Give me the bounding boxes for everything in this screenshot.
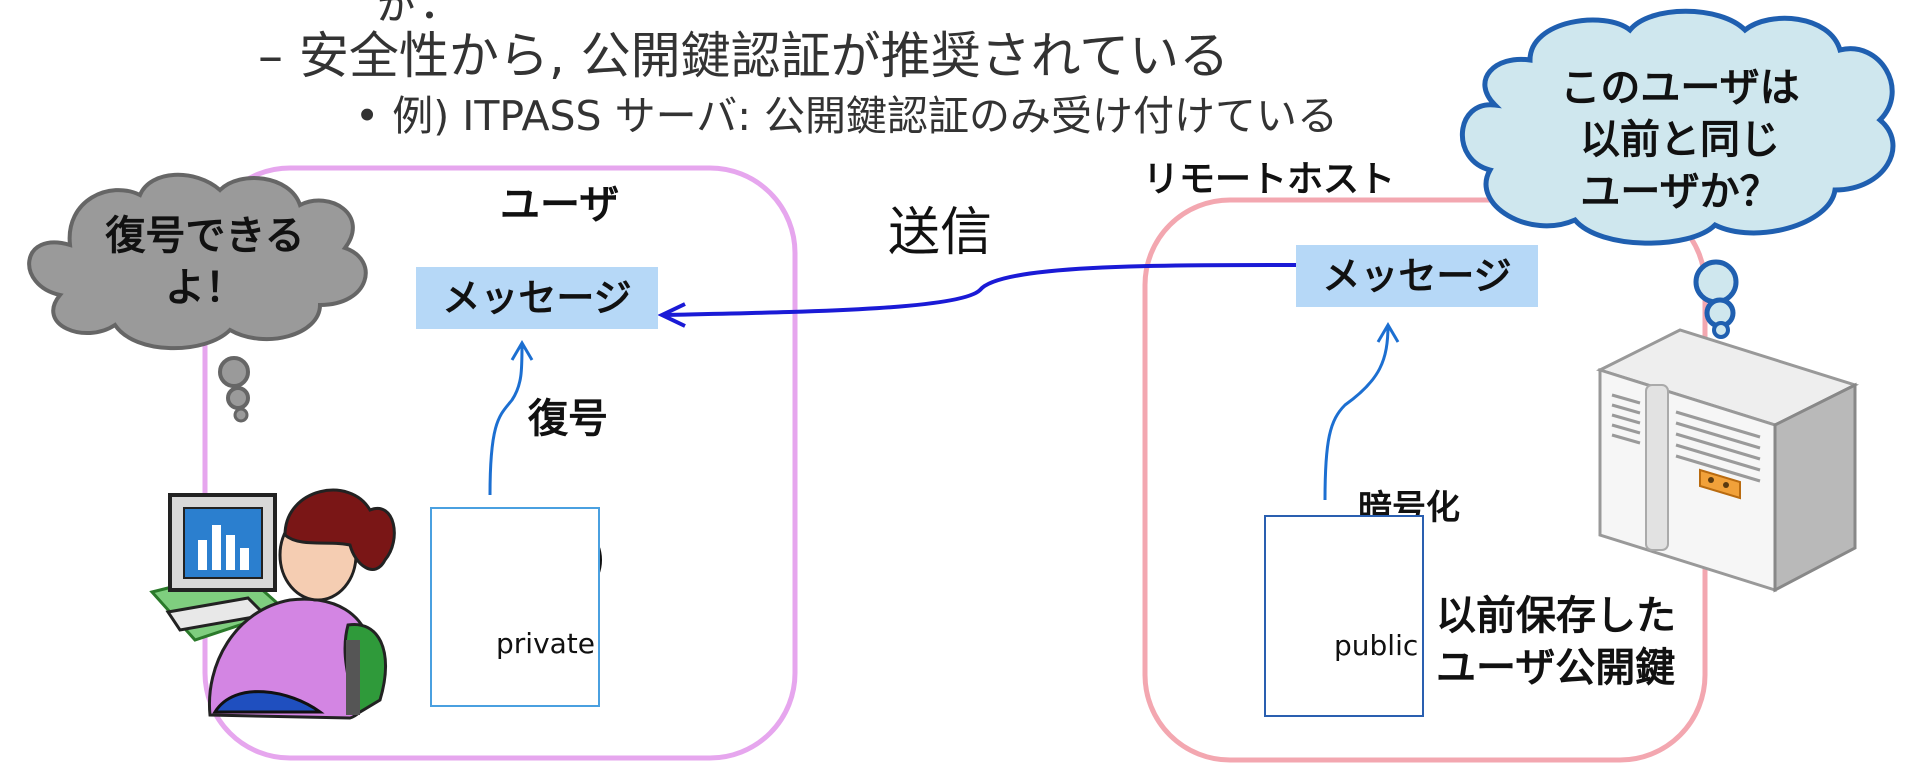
bullet-fragment: ゕ：: [372, 0, 464, 29]
blue-cloud-text: このユーザは 以前と同じ ユーザか？: [1520, 62, 1840, 218]
send-arrow: [657, 263, 1297, 328]
remote-title: リモートホスト: [1143, 159, 1396, 200]
gray-cloud-line1: 復号できる: [105, 213, 305, 259]
send-label: 送信: [888, 203, 993, 263]
stored-key-note: 以前保存した ユーザ公開鍵: [1436, 590, 1676, 694]
server-icon: [1596, 328, 1859, 593]
woman-at-computer-icon: [149, 488, 396, 720]
blue-cloud-line3: ユーザか？: [1580, 169, 1780, 215]
bullet-level2: – 安全性から, 公開鍵認証が推奨されている: [258, 27, 1230, 85]
bullet-level3: • 例) ITPASS サーバ: 公開鍵認証のみ受け付けている: [355, 92, 1339, 140]
user-message-box: メッセージ: [416, 267, 658, 329]
encrypt-arrow: [1323, 322, 1400, 501]
private-key-box: private: [430, 507, 600, 707]
user-title: ユーザ: [500, 182, 620, 228]
remote-message-box: メッセージ: [1296, 245, 1538, 307]
stored-key-line1: 以前保存した: [1436, 593, 1676, 639]
private-key-label: private: [496, 627, 595, 660]
stored-key-line2: ユーザ公開鍵: [1436, 645, 1676, 691]
decrypt-label: 復号: [528, 396, 608, 442]
blue-thought-cloud: [1460, 8, 1896, 339]
blue-cloud-line1: このユーザは: [1560, 65, 1800, 111]
public-key-box: public: [1264, 515, 1424, 717]
public-key-label: public: [1334, 629, 1419, 662]
blue-cloud-line2: 以前と同じ: [1580, 117, 1780, 163]
decrypt-arrow: [488, 340, 534, 496]
gray-cloud-text: 復号できる よ！: [60, 210, 350, 314]
user-frame: [202, 165, 798, 761]
gray-cloud-line2: よ！: [165, 265, 245, 311]
gray-thought-cloud: [27, 172, 368, 423]
